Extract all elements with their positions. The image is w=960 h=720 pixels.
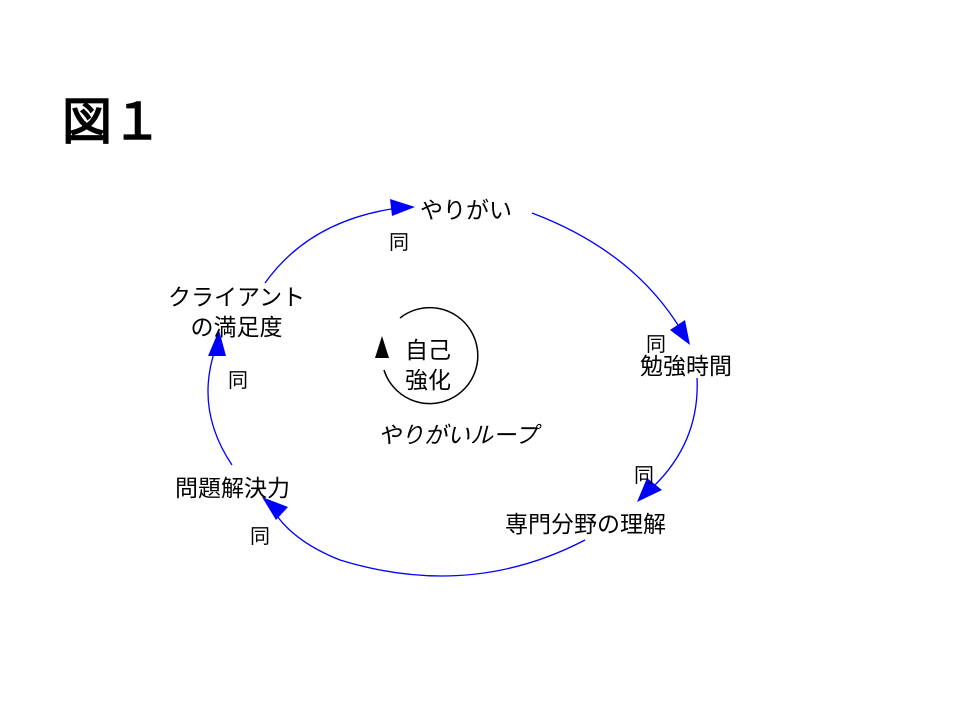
loop-name: やりがいループ (378, 423, 538, 449)
link-study-to-expertise (654, 377, 698, 486)
node-label-line2: の満足度 (190, 315, 283, 341)
polarity-label: 同 (228, 368, 248, 392)
link-problem-to-client (207, 349, 233, 466)
node-study-time: 勉強時間 (640, 354, 732, 380)
link-client-to-motivation (264, 207, 399, 284)
polarity-label: 同 (389, 230, 409, 254)
polarity-label: 同 (646, 332, 666, 356)
arrowhead (637, 478, 662, 502)
arrowhead (390, 199, 415, 216)
loop-type-line1: 自己 (405, 338, 451, 364)
node-label-line1: クライアント (168, 285, 306, 311)
polarity-label: 同 (250, 524, 270, 548)
loop-type-label: 自己 強化 (405, 336, 451, 396)
loop-type-line2: 強化 (405, 368, 451, 394)
polarity-label: 同 (634, 463, 654, 487)
figure-title: 図１ (62, 93, 162, 151)
node-expertise: 専門分野の理解 (505, 512, 666, 538)
self-reinforcing-loop-icon (383, 306, 479, 405)
node-motivation: やりがい (420, 198, 512, 224)
arrowhead (262, 497, 288, 520)
arrowhead (208, 330, 226, 356)
node-problem-solving: 問題解決力 (175, 476, 290, 502)
arrowhead (670, 320, 690, 345)
link-motivation-to-study (531, 212, 679, 326)
node-client-satisfaction: クライアント の満足度 (168, 283, 305, 343)
link-expertise-to-problem (271, 507, 586, 577)
loop-arrowhead (375, 336, 389, 358)
